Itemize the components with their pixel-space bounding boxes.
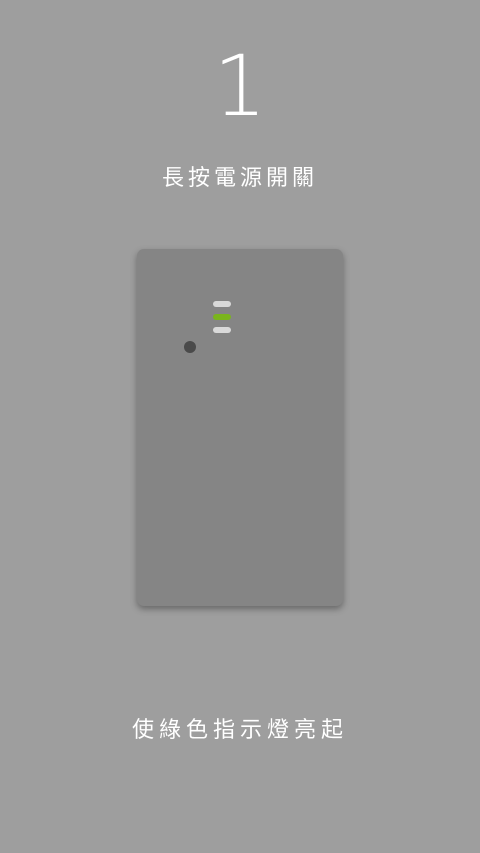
instruction-long-press-power: 長按電源開關 <box>161 166 318 191</box>
indicator-light-top <box>213 301 231 307</box>
instruction-green-light: 使綠色指示燈亮起 <box>131 718 348 743</box>
step-number: 1 <box>213 37 267 135</box>
indicator-light-bottom <box>213 327 231 333</box>
device-illustration <box>137 249 343 606</box>
power-button-icon <box>184 341 196 353</box>
indicator-light-middle-green <box>213 314 231 320</box>
